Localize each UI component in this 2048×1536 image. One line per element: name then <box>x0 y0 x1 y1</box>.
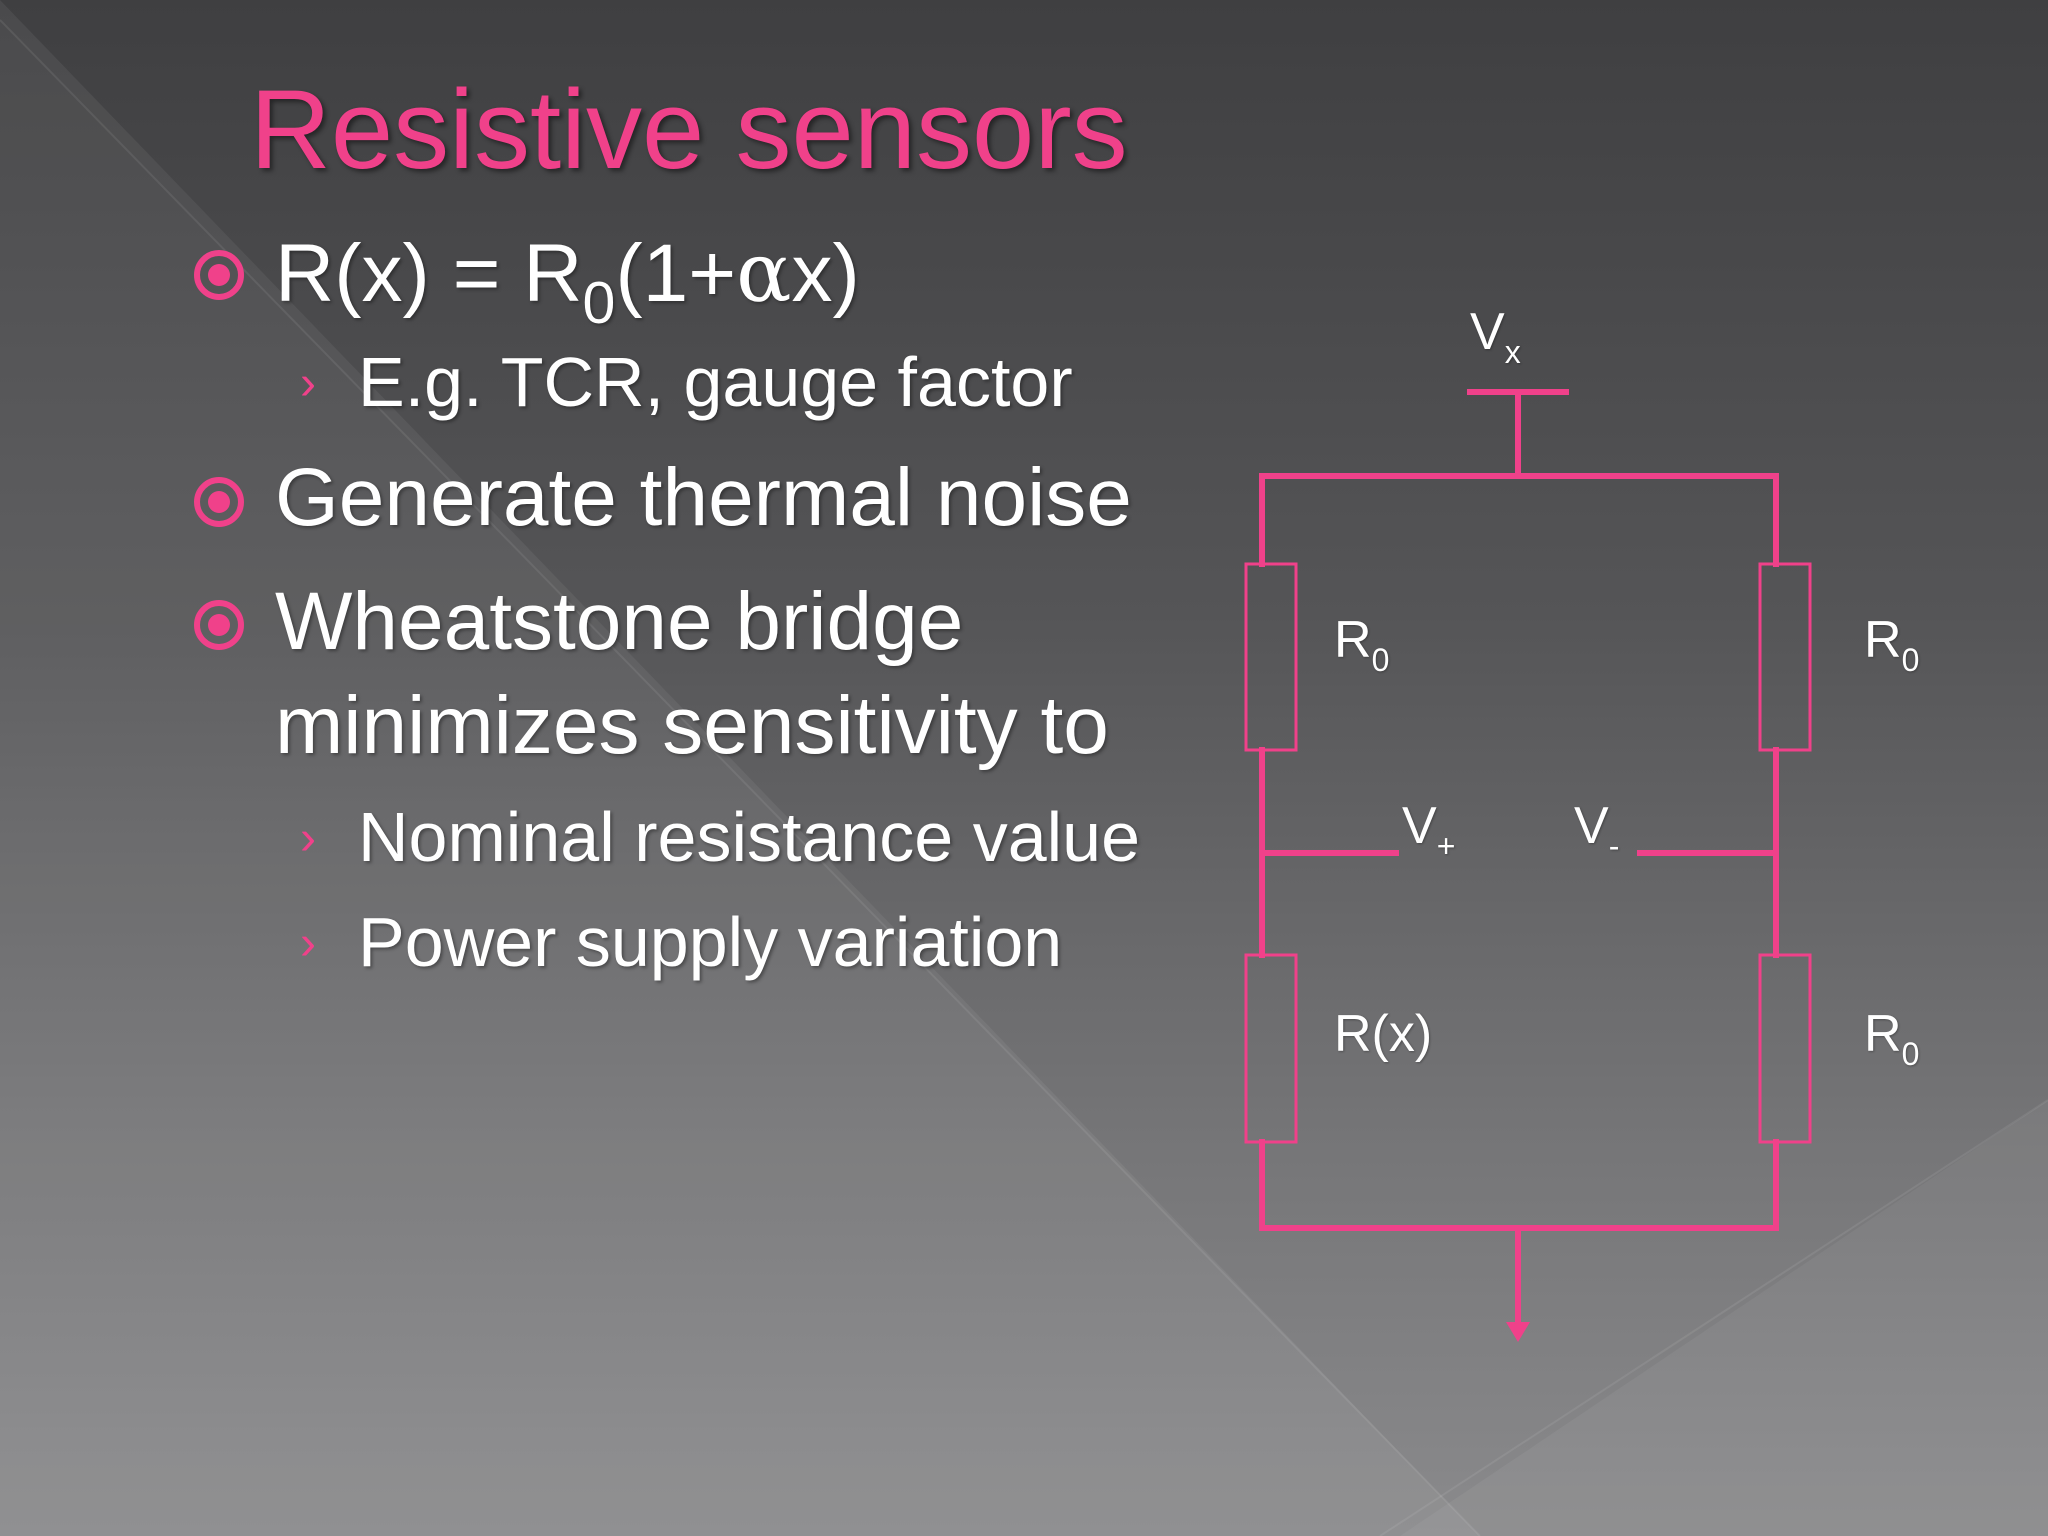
bullet-thermal-noise: Generate thermal noise <box>275 452 1132 543</box>
resistor-top-left <box>1244 562 1298 752</box>
formula-alpha: α <box>736 226 792 321</box>
circle-bullet-icon <box>194 600 244 650</box>
label-vx: Vx <box>1470 303 1521 370</box>
label-r0-top-right: R0 <box>1864 611 1920 678</box>
sub-bullet-power-supply: Power supply variation <box>358 903 1063 981</box>
formula-part: x) <box>791 228 860 319</box>
formula-subscript: 0 <box>582 270 616 337</box>
chevron-right-icon: › <box>300 357 316 410</box>
resistor-bottom-left <box>1244 953 1298 1144</box>
resistor-top-right <box>1758 562 1812 752</box>
bullet-wheatstone-line1: Wheatstone bridge <box>275 576 964 667</box>
circle-bullet-icon <box>194 477 244 527</box>
label-r0-bottom-right: R0 <box>1864 1005 1920 1072</box>
formula-part: (1+ <box>615 228 737 319</box>
bullet-wheatstone-line2: minimizes sensitivity to <box>275 680 1109 771</box>
bullet-formula: R(x) = R0(1+αx) <box>275 222 860 333</box>
formula-part: R(x) = R <box>275 228 583 319</box>
label-r0-top-left: R0 <box>1334 611 1390 678</box>
chevron-right-icon: › <box>300 917 316 970</box>
resistor-bottom-right <box>1758 953 1812 1144</box>
label-v-plus: V+ <box>1402 797 1456 864</box>
slide-title: Resistive sensors <box>250 67 1128 192</box>
ground-arrow-icon <box>1506 1322 1530 1342</box>
sub-bullet-nominal-resistance: Nominal resistance value <box>358 798 1141 876</box>
label-rx: R(x) <box>1334 1005 1433 1063</box>
label-v-minus: V- <box>1574 797 1620 864</box>
chevron-right-icon: › <box>300 812 316 865</box>
sub-bullet-tcr: E.g. TCR, gauge factor <box>358 343 1073 421</box>
circle-bullet-icon <box>194 250 244 300</box>
